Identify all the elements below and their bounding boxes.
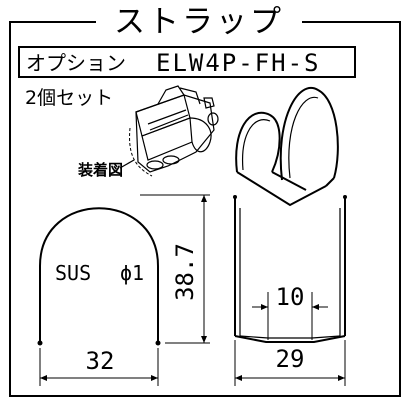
left-width-value: 32: [86, 347, 115, 375]
inner-dimension: [252, 292, 328, 340]
install-leader-line: [119, 159, 135, 169]
left-width-dimension: [39, 348, 159, 386]
material-label: SUS: [55, 261, 91, 285]
diameter-label: ϕ1: [120, 261, 144, 285]
strap-3d-sketch: [235, 87, 339, 207]
option-label: オプション: [26, 51, 126, 75]
install-label: 装着図: [77, 161, 123, 179]
title: ストラップ: [114, 4, 284, 40]
set-count-label: 2個セット: [25, 87, 113, 109]
right-bracket-side-view: [233, 195, 347, 343]
left-u-strap: [37, 207, 161, 346]
right-width-dimension: [234, 340, 346, 386]
inner-dim-value: 10: [276, 283, 305, 311]
installation-illustration: [129, 85, 219, 177]
right-width-value: 29: [276, 345, 305, 373]
height-value: 38.7: [171, 243, 199, 301]
outer-frame: [9, 21, 401, 397]
option-box: オプション ELW4P-FH-S: [18, 46, 356, 78]
model-code: ELW4P-FH-S: [156, 49, 321, 77]
height-dimension: [140, 194, 210, 344]
